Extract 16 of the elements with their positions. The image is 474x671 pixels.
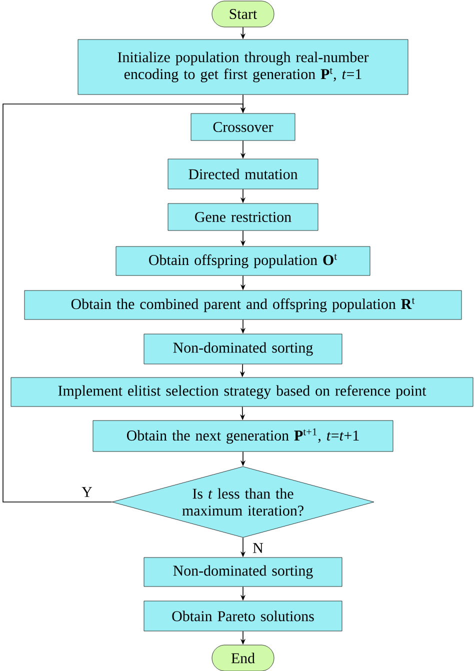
process-box: Non-dominated sorting [144,557,342,587]
process-box: Implement elitist selection strategy based on reference point [10,377,474,407]
terminal-node: End [212,644,274,671]
arrow [2,104,246,502]
process-box: Obtain Pareto solutions [144,600,342,632]
process-box: Directed mutation [168,158,318,190]
terminal-node: Start [212,0,274,28]
process-box: Obtain the combined parent and offspring population R$^{t}$ [24,290,462,320]
process-box: Non-dominated sorting [144,334,342,364]
edge-label: N [252,542,264,554]
process-box: Crossover [190,113,296,141]
process-box: Initialize population through real-number encoding to get first generation P$^{t}$, t=1 [78,39,408,95]
process-box: Obtain offspring population O$^{t}$ [116,246,370,276]
edge-label: Y [80,486,94,498]
process-box: Obtain the next generation P$^{t+1}$, t=t+1 [92,420,394,452]
process-box: Gene restriction [168,203,318,231]
